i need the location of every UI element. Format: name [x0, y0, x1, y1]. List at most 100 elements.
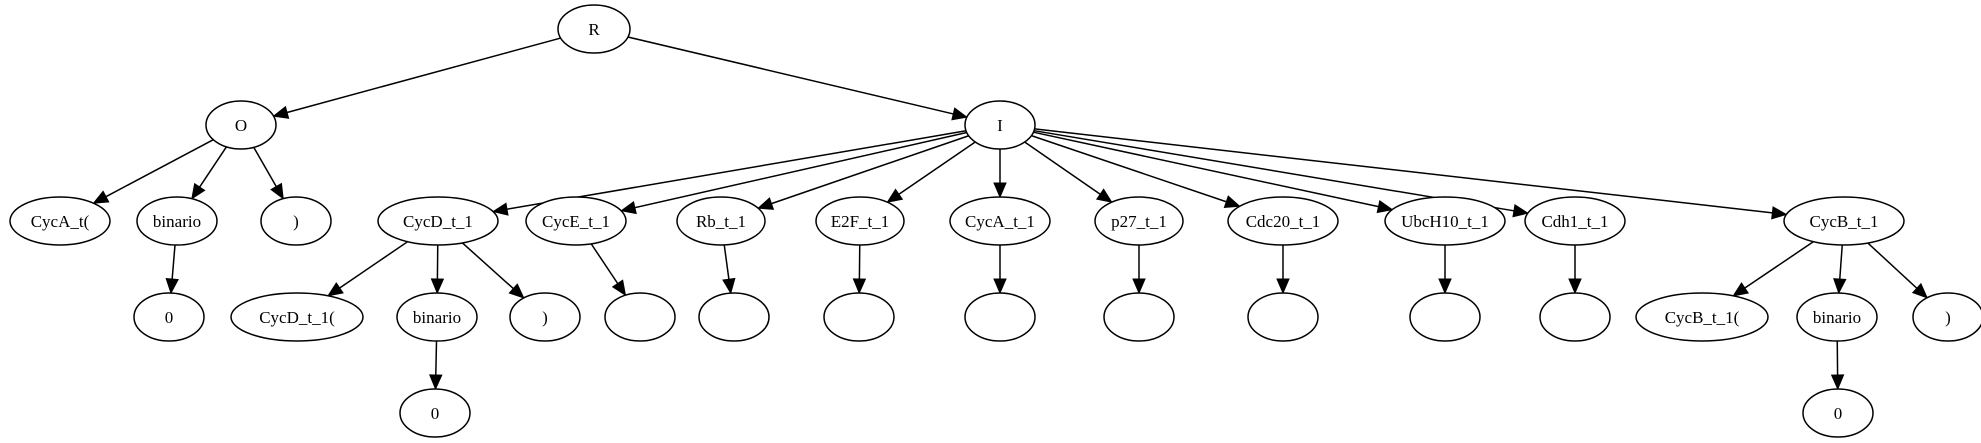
node-label: CycB_t_1: [1810, 212, 1879, 231]
node-label: 0: [431, 404, 440, 423]
edge-line: [506, 130, 967, 210]
tree-node-empty_Rb: [698, 292, 770, 342]
tree-node-CycD_t_1: CycD_t_1: [377, 196, 499, 246]
arrowhead-icon: [1568, 278, 1582, 295]
arrowhead-icon: [1095, 188, 1113, 203]
tree-node-empty_CycA: [964, 292, 1036, 342]
edge-I-to-CycE_t_1: [619, 131, 967, 215]
edge-line: [286, 37, 561, 114]
arrowhead-icon: [1833, 278, 1847, 295]
edge-line: [723, 244, 730, 280]
edge-binario_CycB-to-zero_CycB: [1830, 340, 1845, 391]
node-label: UbcH10_t_1: [1401, 212, 1489, 231]
node-ellipse: [509, 292, 581, 342]
tree-node-CycB_t_1: CycB_t_1: [1783, 196, 1905, 246]
edge-CycA_t_1-to-empty_CycA: [993, 245, 1007, 295]
node-ellipse: [9, 196, 111, 246]
node-ellipse: [1912, 292, 1981, 342]
edge-CycE_t_1-to-empty_CycE: [590, 243, 627, 297]
edge-I-to-Rb_t_1: [757, 135, 969, 210]
node-ellipse: [205, 100, 277, 150]
edge-line: [1033, 131, 1379, 208]
node-ellipse: [260, 196, 332, 246]
tree-node-empty_Cdh1: [1539, 292, 1611, 342]
arrowhead-icon: [993, 182, 1007, 199]
arrowhead-icon: [852, 278, 867, 295]
arrowhead-icon: [429, 374, 443, 391]
arrowhead-icon: [722, 277, 736, 295]
arrowhead-icon: [1132, 278, 1146, 295]
arrowhead-icon: [1376, 199, 1394, 214]
edge-I-to-CycD_t_1: [491, 130, 967, 216]
node-label: binario: [1813, 308, 1861, 327]
edge-O-to-binario_O: [191, 146, 228, 200]
edge-line: [898, 141, 976, 195]
node-ellipse: [698, 292, 770, 342]
edges-layer: [92, 36, 1929, 391]
tree-node-Rb_t_1: Rb_t_1: [676, 196, 766, 246]
node-label: R: [588, 20, 600, 39]
arrowhead-icon: [1732, 282, 1750, 297]
arrowhead-icon: [886, 188, 904, 203]
edge-line: [1034, 128, 1773, 214]
node-label: CycA_t(: [31, 212, 90, 231]
tree-node-CycB_t_1_open: CycB_t_1(: [1635, 292, 1769, 342]
arrowhead-icon: [951, 107, 969, 121]
node-ellipse: [1247, 292, 1319, 342]
node-label: ): [542, 308, 548, 327]
node-ellipse: [949, 196, 1051, 246]
node-ellipse: [399, 388, 471, 438]
node-label: O: [235, 116, 247, 135]
node-ellipse: [1783, 196, 1905, 246]
arrowhead-icon: [327, 282, 344, 297]
tree-node-CycA_t_open: CycA_t(: [9, 196, 111, 246]
arrowhead-icon: [272, 105, 290, 119]
edge-UbcH10_t_1-to-empty_UbcH10: [1438, 245, 1452, 295]
edge-line: [771, 135, 969, 205]
tree-node-empty_E2F: [823, 292, 895, 342]
arrowhead-icon: [1830, 374, 1845, 391]
tree-node-empty_CycE: [604, 292, 676, 342]
node-ellipse: [964, 100, 1036, 150]
node-ellipse: [377, 196, 499, 246]
edge-R-to-O: [272, 37, 561, 119]
tree-node-CycA_t_1: CycA_t_1: [949, 196, 1051, 246]
node-ellipse: [230, 292, 364, 342]
node-label: ): [1945, 308, 1951, 327]
edge-O-to-close_O: [253, 146, 284, 200]
tree-node-empty_p27: [1103, 292, 1175, 342]
tree-node-zero_O: 0: [133, 292, 205, 342]
node-ellipse: [136, 196, 218, 246]
node-ellipse: [133, 292, 205, 342]
tree-node-O: O: [205, 100, 277, 150]
edge-line: [339, 241, 409, 289]
node-ellipse: [1796, 292, 1878, 342]
edge-line: [1031, 134, 1227, 203]
edge-O-to-CycA_t_open: [92, 139, 214, 204]
node-ellipse: [1094, 196, 1184, 246]
node-label: Cdc20_t_1: [1246, 212, 1321, 231]
edge-CycD_t_1-to-binario_CycD: [430, 244, 445, 295]
node-ellipse: [1802, 388, 1874, 438]
tree-node-p27_t_1: p27_t_1: [1094, 196, 1184, 246]
node-label: E2F_t_1: [831, 212, 890, 231]
edge-line: [198, 146, 228, 188]
edge-line: [461, 242, 514, 290]
edge-I-to-Cdc20_t_1: [1031, 134, 1241, 209]
edge-Rb_t_1-to-empty_Rb: [722, 244, 736, 295]
tree-node-CycE_t_1: CycE_t_1: [525, 196, 627, 246]
tree-node-Cdc20_t_1: Cdc20_t_1: [1227, 196, 1339, 246]
tree-node-empty_UbcH10: [1409, 292, 1481, 342]
node-label: CycB_t_1(: [1665, 308, 1740, 327]
tree-node-close_CycD: ): [509, 292, 581, 342]
arrowhead-icon: [270, 182, 284, 200]
arrowhead-icon: [611, 279, 627, 297]
arrowhead-icon: [619, 200, 637, 215]
node-ellipse: [815, 196, 905, 246]
node-ellipse: [964, 292, 1036, 342]
edge-I-to-UbcH10_t_1: [1033, 131, 1394, 214]
node-label: 0: [165, 308, 174, 327]
arrowhead-icon: [1438, 278, 1452, 295]
arrowhead-icon: [1223, 195, 1241, 209]
